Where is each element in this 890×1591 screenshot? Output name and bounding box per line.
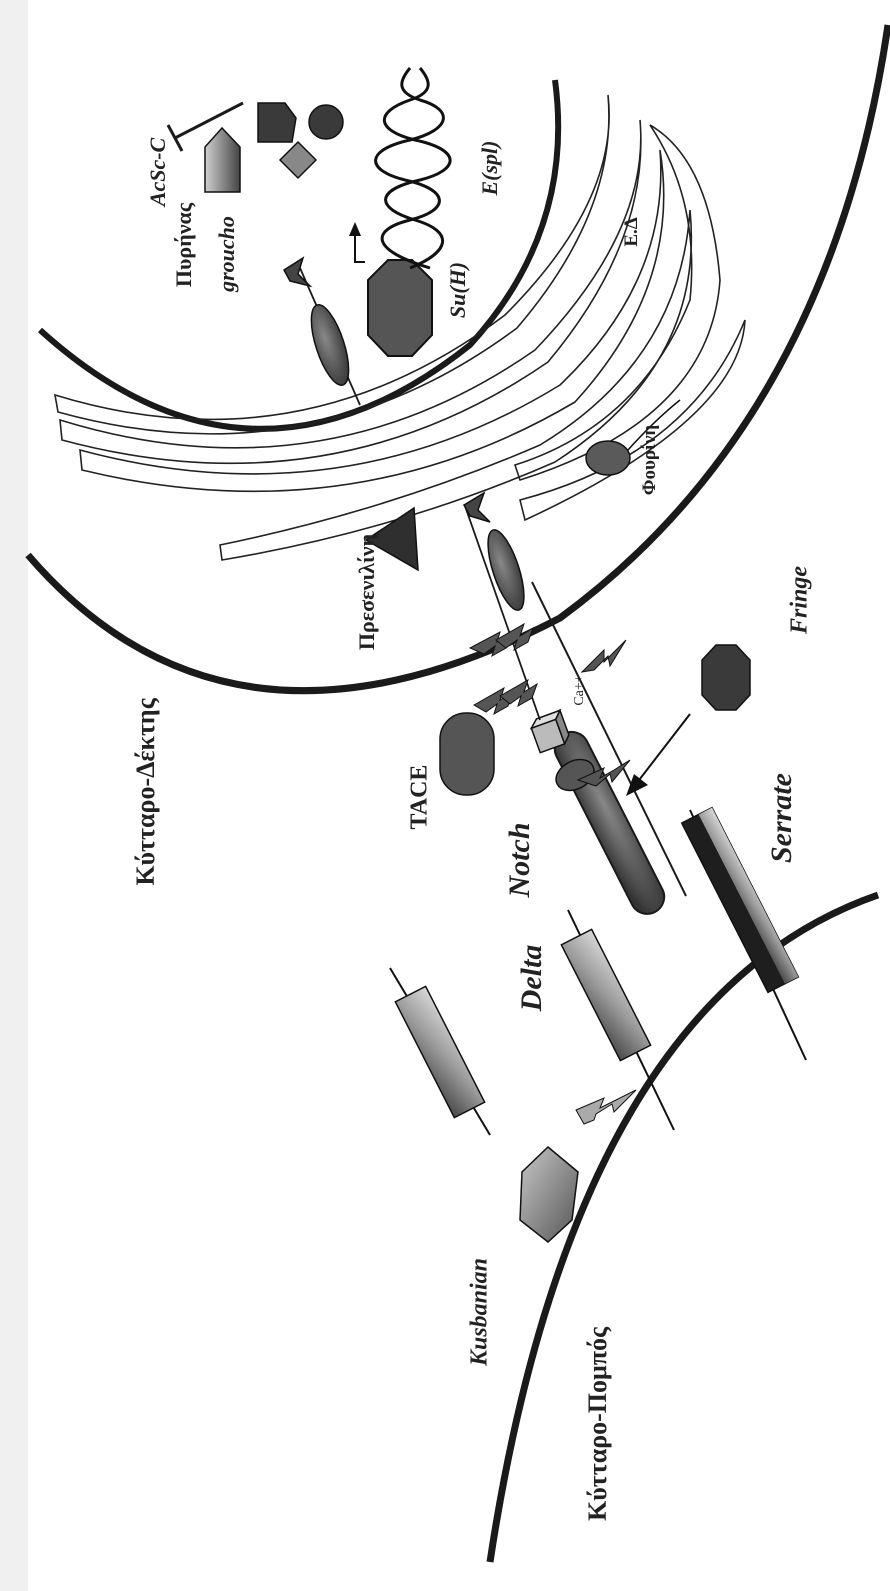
er-label: Ε.Δ	[621, 217, 643, 246]
notch-label: Notch	[503, 823, 537, 898]
delta-ligand	[561, 929, 650, 1060]
suh-octagon	[368, 260, 432, 356]
nicd-nuclear	[304, 301, 357, 390]
fringe-octagon	[702, 645, 750, 710]
presenilin-label: Πρεσενιλίνη	[354, 534, 380, 650]
suh-label: Su(H)	[445, 262, 471, 318]
furin-label: Φουρίνη	[639, 425, 661, 495]
tace-label: TACE	[407, 765, 434, 830]
repressor-circle	[309, 105, 343, 139]
acsc-label: AcSc-C	[145, 138, 171, 206]
tace-protein	[440, 713, 494, 795]
free-delta-ligand	[395, 986, 484, 1117]
furin-oval	[586, 441, 630, 475]
sender-cell-label: Κύτταρο-Πομπός	[583, 1327, 613, 1521]
nucleus-membrane	[40, 80, 558, 429]
dna-helix-icon	[376, 68, 451, 268]
nucleus-label: Πυρήνας	[171, 203, 197, 287]
repressor-diamond	[280, 142, 316, 178]
serrate-label: Serrate	[765, 773, 799, 863]
bolt-icon	[582, 640, 626, 672]
receiver-cell-label: Κύτταρο-Δέκτης	[131, 698, 161, 885]
kusbanian-label: Kusbanian	[467, 1258, 494, 1366]
transcription-start-arrow-icon	[355, 232, 365, 262]
kusbanian-protein	[520, 1147, 578, 1242]
nicd-nuclear-head-icon	[284, 258, 310, 286]
groucho-label: groucho	[214, 216, 240, 292]
delta-label: Delta	[515, 945, 549, 1012]
espl-label: E(spl)	[477, 141, 503, 196]
ca-label: Ca++	[572, 674, 588, 705]
page-margin	[0, 0, 28, 1591]
acsc-inhibition-line	[175, 103, 243, 138]
fringe-arrow-line	[636, 714, 690, 784]
repressor-square	[258, 103, 296, 142]
transcription-arrow-head-icon	[349, 222, 361, 236]
groucho-protein	[205, 128, 240, 192]
fringe-arrow-head-icon	[626, 774, 648, 796]
notch-receptor	[549, 726, 670, 920]
fringe-label: Fringe	[787, 566, 814, 634]
